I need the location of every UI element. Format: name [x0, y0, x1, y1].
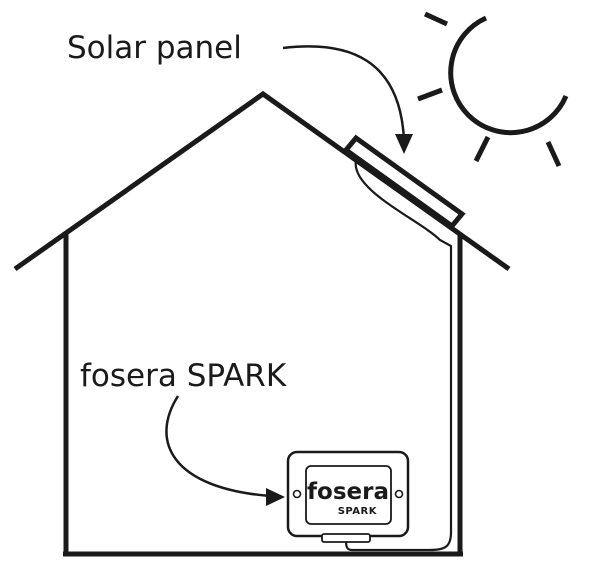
sun-icon	[417, 11, 569, 168]
mount-hole-right	[394, 489, 404, 499]
device-icon: fosera SPARK	[286, 450, 410, 543]
device-arrow	[165, 395, 285, 506]
panel-cable	[344, 159, 453, 552]
device-label: fosera SPARK	[80, 358, 287, 394]
sun-ray	[473, 135, 491, 163]
solar-panel-arrow	[282, 45, 413, 154]
roof	[13, 90, 511, 272]
device-model-text: SPARK	[338, 506, 378, 517]
house-outline	[13, 90, 511, 557]
solar-panel	[342, 134, 466, 230]
sun-ray	[545, 140, 562, 168]
device-brand-text: fosera	[307, 479, 389, 505]
sun-ray	[423, 11, 449, 27]
sun-arc	[448, 15, 569, 136]
device-face	[305, 465, 392, 525]
mount-hole-left	[292, 489, 302, 499]
solar-panel-label: Solar panel	[67, 30, 242, 66]
solar-panel-icon	[342, 134, 466, 230]
sun-ray	[417, 87, 443, 102]
device-port	[321, 533, 371, 543]
